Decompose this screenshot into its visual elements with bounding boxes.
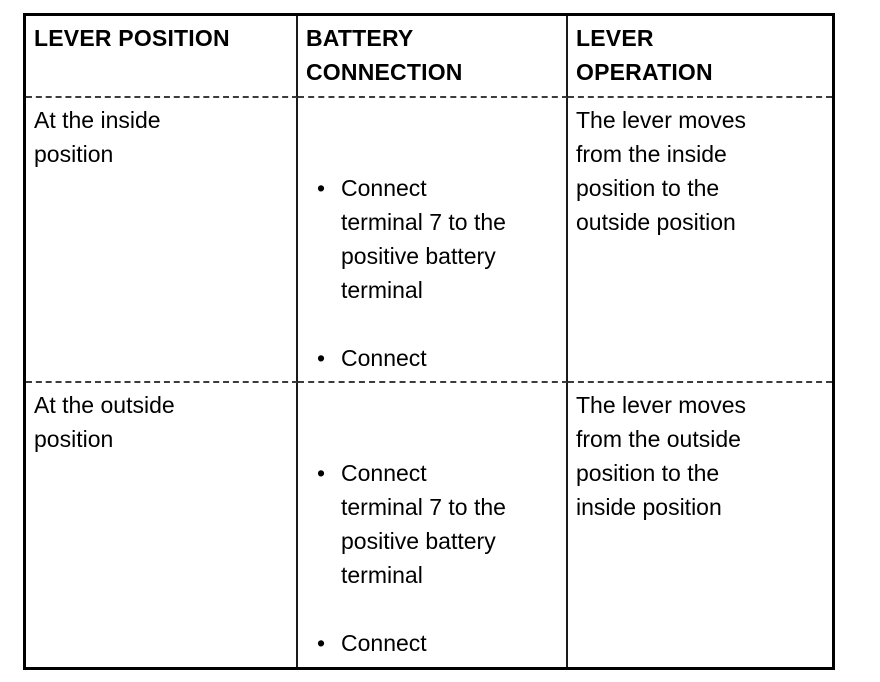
list-item: • Connect terminal 7 to the positive bat…	[298, 171, 562, 307]
bullet-icon: •	[316, 175, 326, 201]
bullet-icon: •	[316, 630, 326, 656]
header-battery-connection: BATTERY CONNECTION	[298, 16, 568, 98]
list-item: • Connect terminal 4 to the negative bat…	[298, 626, 562, 667]
battery-connection-list: • Connect terminal 7 to the positive bat…	[298, 422, 562, 667]
cell-lever-position-row1: At the inside position	[26, 98, 298, 383]
cell-lever-operation-row2: The lever moves from the outside positio…	[576, 392, 747, 520]
list-item-text: Connect terminal 6 to the negative batte…	[341, 345, 506, 381]
list-item-text: Connect terminal 4 to the negative batte…	[341, 630, 506, 667]
cell-lever-operation-row1: The lever moves from the inside position…	[568, 98, 832, 383]
bullet-icon: •	[316, 460, 326, 486]
bullet-icon: •	[316, 345, 326, 371]
cell-lever-position-row2: At the outside position	[26, 383, 298, 667]
battery-connection-list: • Connect terminal 7 to the positive bat…	[298, 137, 562, 381]
header-lever-position: LEVER POSITION	[26, 16, 298, 98]
list-item: • Connect terminal 7 to the positive bat…	[298, 456, 562, 592]
list-item-text: Connect terminal 7 to the positive batte…	[341, 460, 506, 588]
list-item-text: Connect terminal 7 to the positive batte…	[341, 175, 506, 303]
list-item: • Connect terminal 6 to the negative bat…	[298, 341, 562, 381]
lever-operation-table: LEVER POSITION BATTERY CONNECTION LEVER …	[23, 13, 835, 670]
cell-battery-connection-row2: • Connect terminal 7 to the positive bat…	[298, 383, 568, 667]
header-lever-operation: LEVER OPERATION	[568, 16, 832, 98]
cell-battery-connection-row1: • Connect terminal 7 to the positive bat…	[298, 98, 568, 383]
